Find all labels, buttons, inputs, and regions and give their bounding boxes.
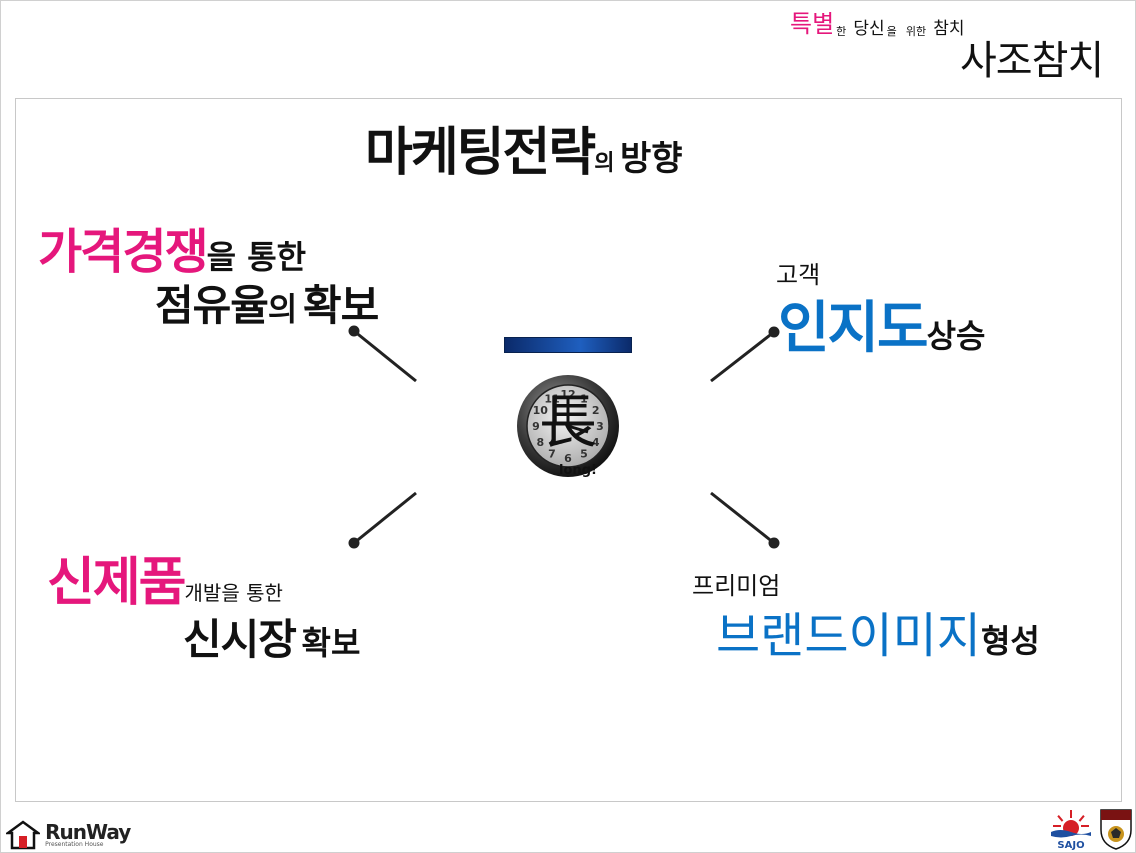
- slide-content-frame: [15, 98, 1122, 802]
- clock-number: 9: [532, 420, 540, 433]
- bottom-right-line: 브랜드이미지형성: [716, 596, 1040, 666]
- top-left-line2-main: 점유율: [155, 281, 269, 330]
- clock-number: 2: [592, 404, 600, 417]
- clock-number: 4: [592, 436, 600, 449]
- center-hanja: 長: [539, 388, 597, 456]
- sajo-logo-text: SAJO: [1057, 840, 1084, 850]
- top-right-highlight: 인지도: [778, 296, 929, 361]
- clock-number: 10: [533, 404, 549, 417]
- slide-title: 마케팅전략의 방향: [365, 110, 683, 185]
- top-right-prefix-wrap: 고객: [776, 255, 820, 290]
- connector-dot-bottom-right: [768, 537, 780, 549]
- tagline-special: 특별: [790, 10, 835, 38]
- title-main: 마케팅전략: [365, 123, 596, 183]
- bottom-left-suffix: 개발을 통한: [184, 581, 283, 605]
- runway-logo: RunWay Presentation House: [4, 820, 131, 850]
- connector-bottom-left: [353, 491, 417, 545]
- clock-number: 11: [544, 392, 559, 405]
- bottom-left-line1: 신제품개발을 통한: [47, 540, 283, 615]
- sajo-sun-logo-icon: SAJO: [1051, 810, 1091, 851]
- sajo-logos: SAJO: [1048, 806, 1133, 851]
- bottom-left-line2: 신시장 확보: [183, 606, 360, 667]
- tagline-chamchi: 참치: [933, 19, 965, 39]
- center-bar: [504, 337, 632, 353]
- connector-top-right: [710, 330, 775, 383]
- clock-number: 3: [596, 420, 604, 433]
- bottom-left-line2-rest: 확보: [301, 624, 361, 662]
- clock-number: 6: [564, 452, 572, 465]
- top-right-line: 인지도상승: [778, 283, 985, 364]
- clock-number: 7: [548, 448, 556, 461]
- tagline-wihan: 위한: [905, 25, 927, 38]
- title-particle: 의: [594, 151, 615, 176]
- brand-name: 사조참치: [960, 38, 1104, 84]
- bottom-right-highlight: 브랜드이미지: [716, 608, 981, 664]
- top-right-prefix: 고객: [776, 261, 821, 289]
- top-left-line2-rest: 확보: [302, 281, 379, 330]
- connector-bottom-right: [710, 491, 775, 545]
- clock-number: 12: [560, 388, 575, 401]
- top-left-line2-particle: 의: [267, 290, 298, 328]
- tagline-eul: 을: [886, 25, 897, 38]
- top-left-line2: 점유율의 확보: [155, 272, 379, 333]
- runway-logo-main: RunWay: [45, 820, 131, 844]
- tagline-han: 한: [836, 25, 847, 38]
- house-icon: [4, 820, 42, 850]
- crest-shield-icon: [1100, 809, 1132, 850]
- bottom-left-highlight: 신제품: [47, 553, 187, 613]
- center-caption: long!: [559, 463, 597, 478]
- connector-dot-top-right: [768, 326, 780, 338]
- runway-logo-sub: Presentation House: [45, 841, 104, 848]
- bottom-right-prefix-wrap: 프리미엄: [692, 566, 780, 601]
- top-left-highlight: 가격경쟁: [38, 224, 209, 280]
- top-left-suffix: 을 통한: [206, 238, 307, 276]
- connector-top-left: [353, 329, 417, 383]
- tagline-dangsin: 당신: [853, 19, 885, 39]
- clock-number: 8: [536, 436, 544, 449]
- top-left-line1: 가격경쟁을 통한: [38, 212, 306, 282]
- title-rest: 방향: [620, 139, 683, 179]
- bottom-right-suffix: 형성: [980, 622, 1040, 660]
- bottom-left-line2-main: 신시장: [183, 615, 297, 664]
- connector-dot-bottom-left: [348, 537, 360, 549]
- clock-number: 5: [580, 448, 588, 461]
- bottom-right-prefix: 프리미엄: [692, 572, 781, 600]
- top-right-suffix: 상승: [926, 317, 986, 355]
- clock-number: 1: [580, 392, 588, 405]
- connector-dot-top-left: [348, 325, 360, 337]
